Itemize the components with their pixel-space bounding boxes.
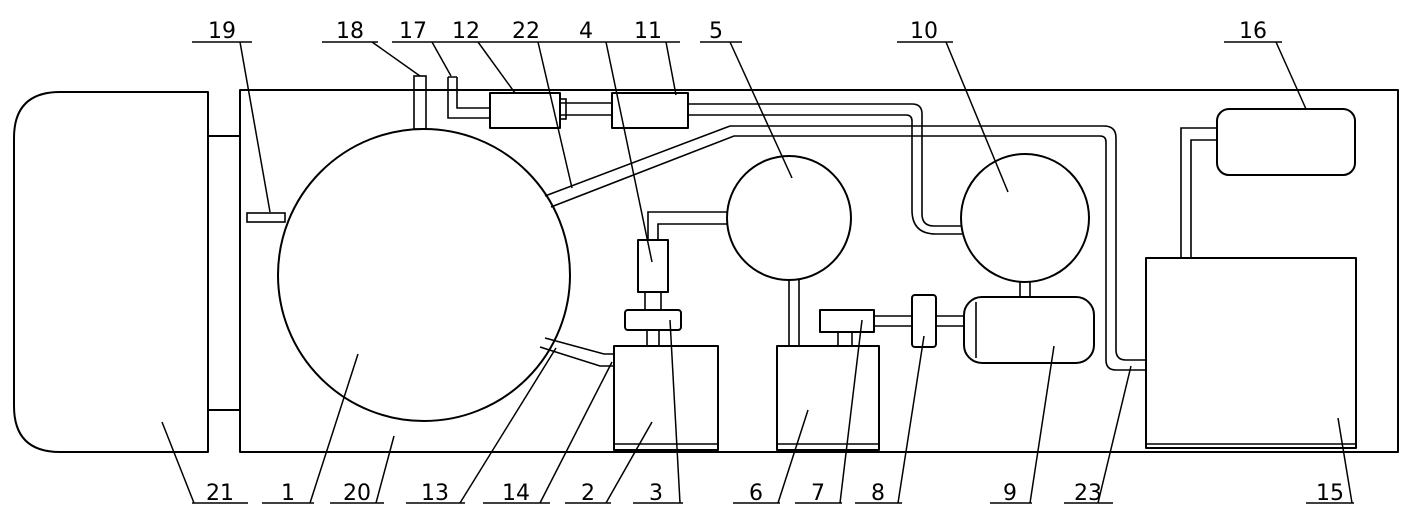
leader-lines bbox=[161, 41, 1354, 504]
label-14: 14 bbox=[502, 481, 530, 506]
label-6: 6 bbox=[749, 481, 763, 506]
component-15-box bbox=[1145, 257, 1357, 449]
reference-numerals: 19 18 17 12 22 4 11 5 10 16 21 1 20 13 1… bbox=[206, 19, 1344, 506]
component-18-vent-pipe bbox=[413, 75, 427, 130]
label-16: 16 bbox=[1239, 19, 1267, 44]
component-20-frame bbox=[239, 89, 1399, 453]
label-2: 2 bbox=[581, 481, 595, 506]
label-21: 21 bbox=[206, 481, 234, 506]
label-8: 8 bbox=[871, 481, 885, 506]
pipe-11-to-pump-10 bbox=[688, 103, 962, 235]
component-3-coupling bbox=[624, 309, 682, 346]
label-12: 12 bbox=[452, 19, 480, 44]
label-7: 7 bbox=[811, 481, 825, 506]
label-1: 1 bbox=[281, 481, 295, 506]
label-15: 15 bbox=[1316, 481, 1344, 506]
label-23: 23 bbox=[1074, 481, 1102, 506]
component-21-cab bbox=[13, 91, 241, 453]
component-5-vessel bbox=[726, 155, 852, 281]
pipe-15-to-16 bbox=[1180, 127, 1217, 258]
component-4-device bbox=[637, 211, 727, 310]
label-5: 5 bbox=[709, 19, 723, 44]
label-10: 10 bbox=[910, 19, 938, 44]
component-13-outlet-pipe bbox=[539, 337, 614, 367]
pipe-12-to-11 bbox=[559, 98, 612, 120]
label-11: 11 bbox=[634, 19, 662, 44]
component-6-box bbox=[776, 345, 880, 451]
component-12-filter bbox=[489, 92, 561, 129]
label-20: 20 bbox=[343, 481, 371, 506]
component-22-long-pipe bbox=[544, 125, 1146, 371]
component-7-block bbox=[819, 309, 912, 346]
label-13: 13 bbox=[421, 481, 449, 506]
component-2-box bbox=[613, 345, 719, 451]
component-10-pump bbox=[960, 153, 1090, 283]
label-18: 18 bbox=[336, 19, 364, 44]
component-1-large-tank bbox=[277, 128, 571, 422]
component-9-motor bbox=[963, 282, 1095, 364]
label-22: 22 bbox=[512, 19, 540, 44]
component-17-inlet-pipe bbox=[447, 76, 490, 119]
label-4: 4 bbox=[579, 19, 593, 44]
label-3: 3 bbox=[649, 481, 663, 506]
component-8-flange bbox=[911, 294, 964, 348]
component-19-side-pipe bbox=[246, 212, 286, 223]
label-9: 9 bbox=[1003, 481, 1017, 506]
label-19: 19 bbox=[208, 19, 236, 44]
component-16-container bbox=[1216, 108, 1356, 176]
label-17: 17 bbox=[399, 19, 427, 44]
component-11-filter bbox=[611, 92, 689, 129]
